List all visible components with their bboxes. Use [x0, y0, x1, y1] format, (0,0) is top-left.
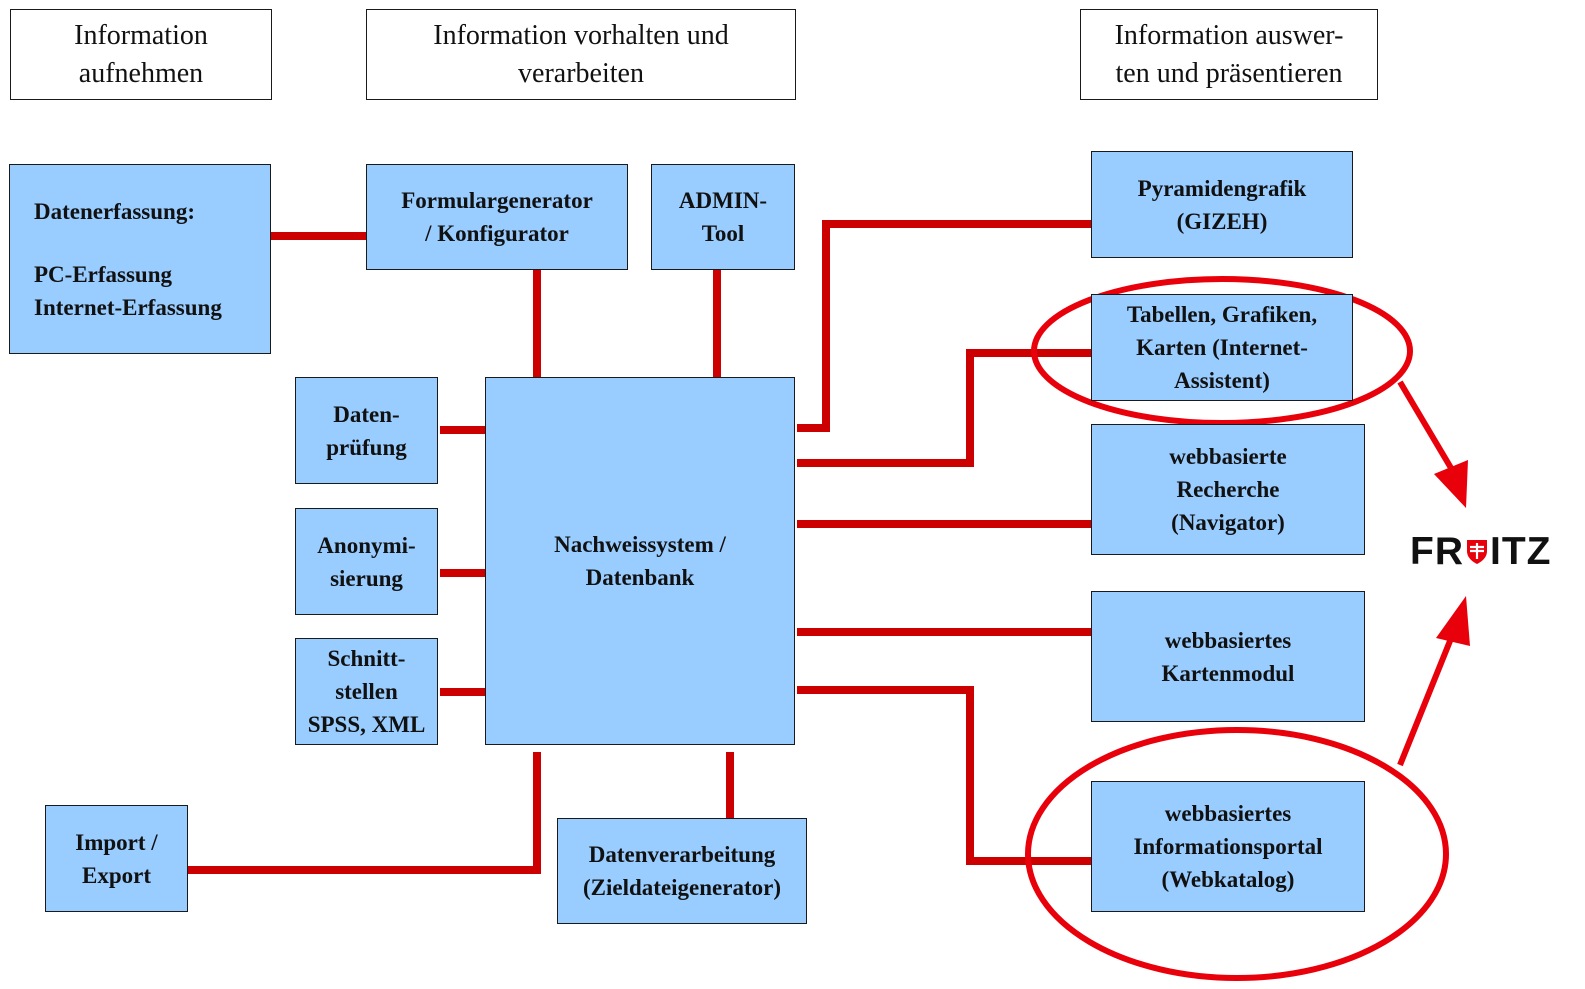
box-label: Export — [82, 862, 151, 888]
box-webbasierte-recherche: webbasierte Recherche (Navigator) — [1091, 424, 1365, 555]
box-label: webbasiertes — [1164, 627, 1292, 653]
box-label: prüfung — [326, 434, 407, 460]
box-nachweissystem: Nachweissystem / Datenbank — [485, 377, 795, 745]
box-label: Anonymi- — [317, 532, 416, 558]
box-label: (Webkatalog) — [1161, 867, 1295, 892]
box-label: (GIZEH) — [1176, 208, 1268, 234]
box-label: Datenbank — [585, 565, 695, 590]
box-import-export: Import / Export — [45, 805, 188, 912]
box-datenpruefung: Daten- prüfung — [295, 377, 438, 484]
header-line: verarbeiten — [518, 57, 644, 89]
box-pyramidengrafik: Pyramidengrafik (GIZEH) — [1091, 151, 1353, 258]
header-line: Information — [74, 19, 208, 51]
box-webbasiertes-kartenmodul: webbasiertes Kartenmodul — [1091, 591, 1365, 722]
box-label: PC-Erfassung — [34, 261, 173, 287]
box-label: Datenerfassung: — [34, 198, 195, 224]
box-admin-tool: ADMIN- Tool — [651, 164, 795, 270]
box-label: Tabellen, Grafiken, — [1126, 302, 1318, 327]
box-datenerfassung: Datenerfassung: PC-Erfassung Internet-Er… — [9, 164, 271, 354]
box-label: Kartenmodul — [1161, 660, 1295, 686]
box-formulargenerator: Formulargenerator / Konfigurator — [366, 164, 628, 270]
header-line: ten und präsentieren — [1115, 57, 1343, 89]
box-label: / Konfigurator — [425, 221, 569, 246]
box-label: Import / — [75, 829, 158, 855]
arrowhead-down — [1434, 460, 1468, 508]
header-line: Information auswer- — [1114, 19, 1344, 51]
box-label: Nachweissystem / — [554, 532, 726, 557]
box-label: Datenverarbeitung — [588, 842, 776, 867]
box-label: Pyramidengrafik — [1137, 175, 1307, 201]
box-label: Recherche — [1176, 477, 1280, 502]
logo-text-right: ITZ — [1490, 530, 1552, 573]
highlight-ellipse-portal — [1025, 727, 1449, 981]
box-label: webbasierte — [1169, 444, 1287, 469]
arrow-portal-to-fritz — [1397, 634, 1455, 767]
connector-db-pyramide — [797, 220, 1098, 432]
box-label: Informationsportal — [1133, 834, 1323, 859]
box-label: (Zieldateigenerator) — [583, 875, 781, 900]
header-information-aufnehmen: Information aufnehmen — [10, 9, 272, 100]
highlight-ellipse-tabellen — [1031, 276, 1413, 426]
box-label: Schnitt- — [327, 646, 406, 671]
box-datenverarbeitung: Datenverarbeitung (Zieldateigenerator) — [557, 818, 807, 924]
fritz-logo: FR ITZ — [1410, 530, 1551, 574]
box-label: ADMIN- — [678, 188, 768, 213]
box-label: sierung — [330, 565, 403, 591]
box-label: Karten (Internet- — [1136, 335, 1308, 360]
box-label: Assistent) — [1174, 368, 1270, 393]
header-information-auswerten: Information auswer- ten und präsentieren — [1080, 9, 1378, 100]
header-line: aufnehmen — [78, 57, 204, 89]
header-information-vorhalten: Information vorhalten und verarbeiten — [366, 9, 796, 100]
box-tabellen-grafiken-karten: Tabellen, Grafiken, Karten (Internet- As… — [1091, 294, 1353, 401]
connector-db-import — [188, 752, 541, 874]
box-label: stellen — [335, 679, 398, 704]
box-webbasiertes-informationsportal: webbasiertes Informationsportal (Webkata… — [1091, 781, 1365, 912]
logo-text-left: FR — [1410, 530, 1464, 573]
box-label: (Navigator) — [1171, 510, 1285, 535]
header-line: Information vorhalten und — [433, 19, 729, 51]
shield-icon — [1467, 540, 1487, 564]
arrow-tabellen-to-fritz — [1397, 380, 1454, 470]
box-label: Internet-Erfassung — [34, 294, 222, 320]
connector-db-portal — [797, 686, 1098, 865]
box-label: webbasiertes — [1164, 801, 1292, 826]
box-label: SPSS, XML — [307, 712, 426, 737]
box-anonymisierung: Anonymi- sierung — [295, 508, 438, 615]
box-label: Formulargenerator — [401, 188, 593, 213]
box-label: Daten- — [333, 401, 400, 427]
box-schnittstellen: Schnitt- stellen SPSS, XML — [295, 638, 438, 745]
arrowhead-up — [1436, 596, 1470, 646]
connector-db-tabellen — [797, 349, 1098, 467]
box-label: Tool — [701, 221, 745, 246]
